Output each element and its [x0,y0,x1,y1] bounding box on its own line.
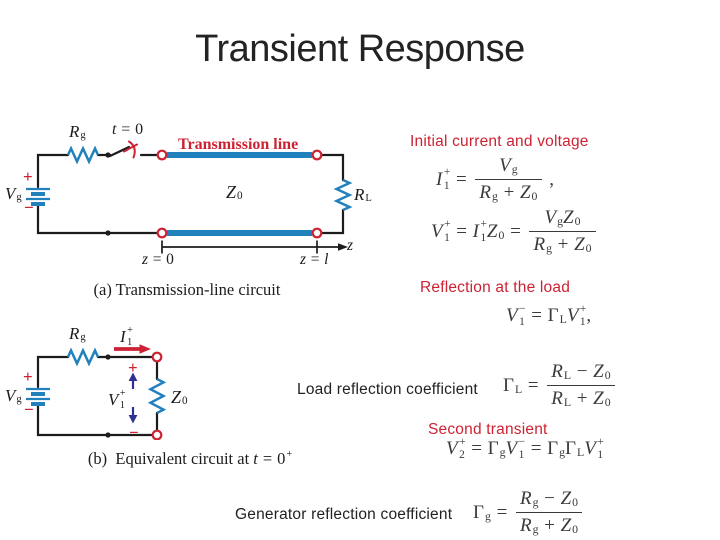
transmission-line-segment [167,152,312,236]
resistor-z0-icon [147,377,167,415]
z-axis-label: z [347,237,354,254]
switch-icon [108,140,138,159]
heading-reflection-load: Reflection at the load [420,279,571,296]
resistor-rg-icon-b [66,347,100,367]
plus-sign-v1: + [128,358,138,377]
junction-dots-a [105,152,111,236]
junction-dots-b [105,354,111,438]
z-end-label: z=l [300,251,329,268]
minus-sign-b-src: − [24,400,34,419]
label-load-reflection: Load reflection coefficient [297,381,478,398]
transmission-line-label: Transmission line [178,136,299,153]
wires-a [36,153,345,235]
label-i1: I+1 [120,325,133,349]
heading-initial: Initial current and voltage [410,133,589,150]
plus-sign-a: + [23,167,33,186]
minus-sign-a: − [24,198,34,217]
current-arrow-icon [114,344,151,354]
z-start-label: z=0 [142,251,174,268]
resistor-rl-icon [333,178,353,212]
circuit-b-diagram [26,344,167,440]
z-axis-arrow [161,240,348,254]
caption-circuit-a: (a) Transmission-line circuit [93,280,281,299]
switch-time-label: t=0 [112,121,144,138]
voltage-arrow-down-icon [128,407,138,424]
slide-title: Transient Response [195,28,525,70]
heading-second-transient: Second transient [428,421,548,438]
battery-icon [26,187,50,206]
battery-icon-b [26,387,50,406]
terminal-node-icons-b [151,351,163,440]
plus-sign-b-src: + [23,367,33,386]
voltage-arrow-up-icon [128,372,138,389]
terminal-node-icons-a [156,149,323,239]
minus-sign-v1: − [129,423,139,442]
resistor-rg-icon [66,145,100,165]
wires-b [36,355,159,437]
circuit-a-diagram [26,140,353,254]
label-generator-reflection: Generator reflection coefficient [235,506,453,523]
caption-circuit-b: (b) Equivalent circuit at t=0+ [87,448,293,468]
label-v1: V+1 [108,388,126,412]
